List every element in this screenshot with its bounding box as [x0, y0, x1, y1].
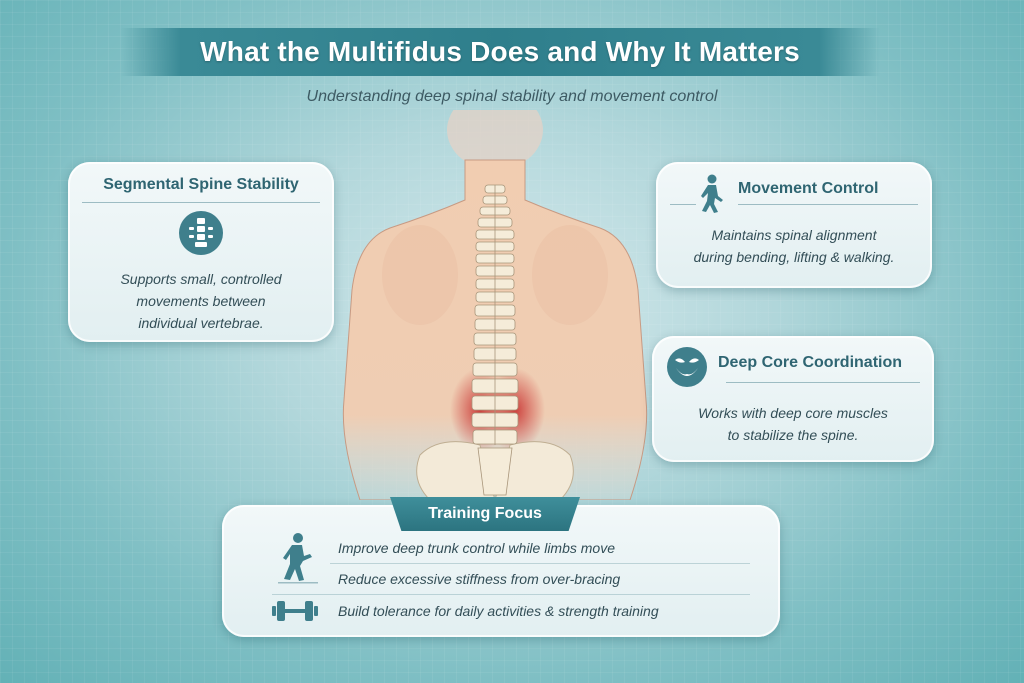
divider: [726, 382, 920, 383]
card-title: Movement Control: [738, 180, 879, 197]
core-muscle-icon: [667, 347, 707, 387]
card-description: Works with deep core muscles to stabiliz…: [652, 402, 934, 446]
training-item: Reduce excessive stiffness from over-bra…: [338, 571, 621, 587]
card-title: Segmental Spine Stability: [103, 176, 299, 193]
desc-line: Maintains spinal alignment: [711, 227, 877, 243]
divider: [738, 204, 918, 205]
dumbbell-icon: [272, 601, 318, 621]
desc-line: Works with deep core muscles: [698, 405, 888, 421]
running-person-icon: [278, 533, 318, 584]
card-deep-core: Deep Core Coordination Works with deep c…: [652, 336, 934, 462]
desc-line: movements between: [136, 293, 266, 309]
training-focus-label: Training Focus: [390, 497, 580, 531]
divider: [330, 563, 750, 564]
card-segmental-stability: Segmental Spine Stability Supports small…: [68, 162, 334, 342]
card-description: Maintains spinal alignment during bendin…: [656, 224, 932, 268]
title-banner: What the Multifidus Does and Why It Matt…: [120, 28, 880, 76]
divider: [82, 202, 320, 203]
page-subtitle: Understanding deep spinal stability and …: [306, 88, 718, 105]
card-description: Supports small, controlled movements bet…: [68, 268, 334, 334]
training-item: Improve deep trunk control while limbs m…: [338, 540, 616, 556]
training-item: Build tolerance for daily activities & s…: [338, 603, 659, 619]
card-title: Deep Core Coordination: [718, 354, 903, 371]
divider: [272, 594, 750, 595]
desc-line: during bending, lifting & walking.: [693, 249, 895, 265]
desc-line: to stabilize the spine.: [727, 427, 859, 443]
page-title: What the Multifidus Does and Why It Matt…: [200, 36, 800, 67]
back-spine-illustration: [342, 110, 648, 500]
walking-person-icon: [701, 174, 723, 213]
spine-icon: [179, 211, 223, 255]
card-movement-control: Movement Control Maintains spinal alignm…: [656, 162, 932, 288]
divider: [670, 204, 696, 205]
desc-line: individual vertebrae.: [138, 315, 264, 331]
desc-line: Supports small, controlled: [120, 271, 282, 287]
